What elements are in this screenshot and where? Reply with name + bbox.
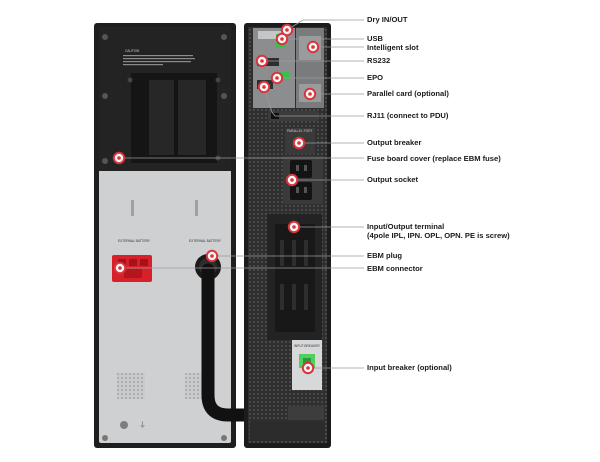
external-battery-label-right: EXTERNAL BATTERY <box>189 239 222 243</box>
marker-usb <box>275 32 289 46</box>
ups-unit: PARALLEL PORT INPUT BREAKER <box>244 23 331 448</box>
label-rs232: RS232 <box>367 56 391 65</box>
callout-markers <box>112 23 320 375</box>
battery-module: CAUTION EXTERNAL BATTERY EXTERNAL BATTER… <box>94 23 236 448</box>
label-fuse-board-cover: Fuse board cover (replace EBM fuse) <box>367 154 501 163</box>
marker-ebm-plug <box>205 249 219 263</box>
label-io-terminal: Input/Output terminal <box>367 222 445 231</box>
marker-output-socket <box>285 173 299 187</box>
ebm-cable <box>201 263 299 422</box>
marker-ebm-connector <box>113 261 127 275</box>
marker-epo <box>270 71 284 85</box>
label-output-breaker: Output breaker <box>367 138 422 147</box>
marker-io-terminal <box>287 220 301 234</box>
label-ebm-connector: EBM connector <box>367 264 423 273</box>
caution-title: CAUTION <box>125 49 140 53</box>
label-output-socket: Output socket <box>367 175 419 184</box>
label-usb: USB <box>367 34 384 43</box>
leader-lines <box>119 19 364 369</box>
label-intelligent-slot: Intelligent slot <box>367 43 419 52</box>
label-dry-in-out: Dry IN/OUT <box>367 15 408 24</box>
marker-parallel-card <box>303 87 317 101</box>
marker-intelligent-slot <box>306 40 320 54</box>
label-rj11: RJ11 (connect to PDU) <box>367 111 449 120</box>
marker-rj11 <box>257 80 271 94</box>
marker-input-breaker <box>301 361 315 375</box>
label-io-terminal-detail: (4pole IPL, IPN. OPL, OPN. PE is screw) <box>367 231 510 240</box>
external-battery-label-left: EXTERNAL BATTERY <box>118 239 151 243</box>
label-epo: EPO <box>367 73 384 82</box>
label-ebm-plug: EBM plug <box>367 251 403 260</box>
marker-output-breaker <box>292 136 306 150</box>
marker-rs232 <box>255 54 269 68</box>
input-breaker-tag: INPUT BREAKER <box>294 344 320 348</box>
marker-dry-in-out <box>280 23 294 37</box>
label-input-breaker: Input breaker (optional) <box>367 363 452 372</box>
marker-fuse-board-cover <box>112 151 126 165</box>
svg-text:⏚: ⏚ <box>139 421 146 429</box>
output-breaker-tag: PARALLEL PORT <box>287 129 313 133</box>
label-parallel-card: Parallel card (optional) <box>367 89 449 98</box>
